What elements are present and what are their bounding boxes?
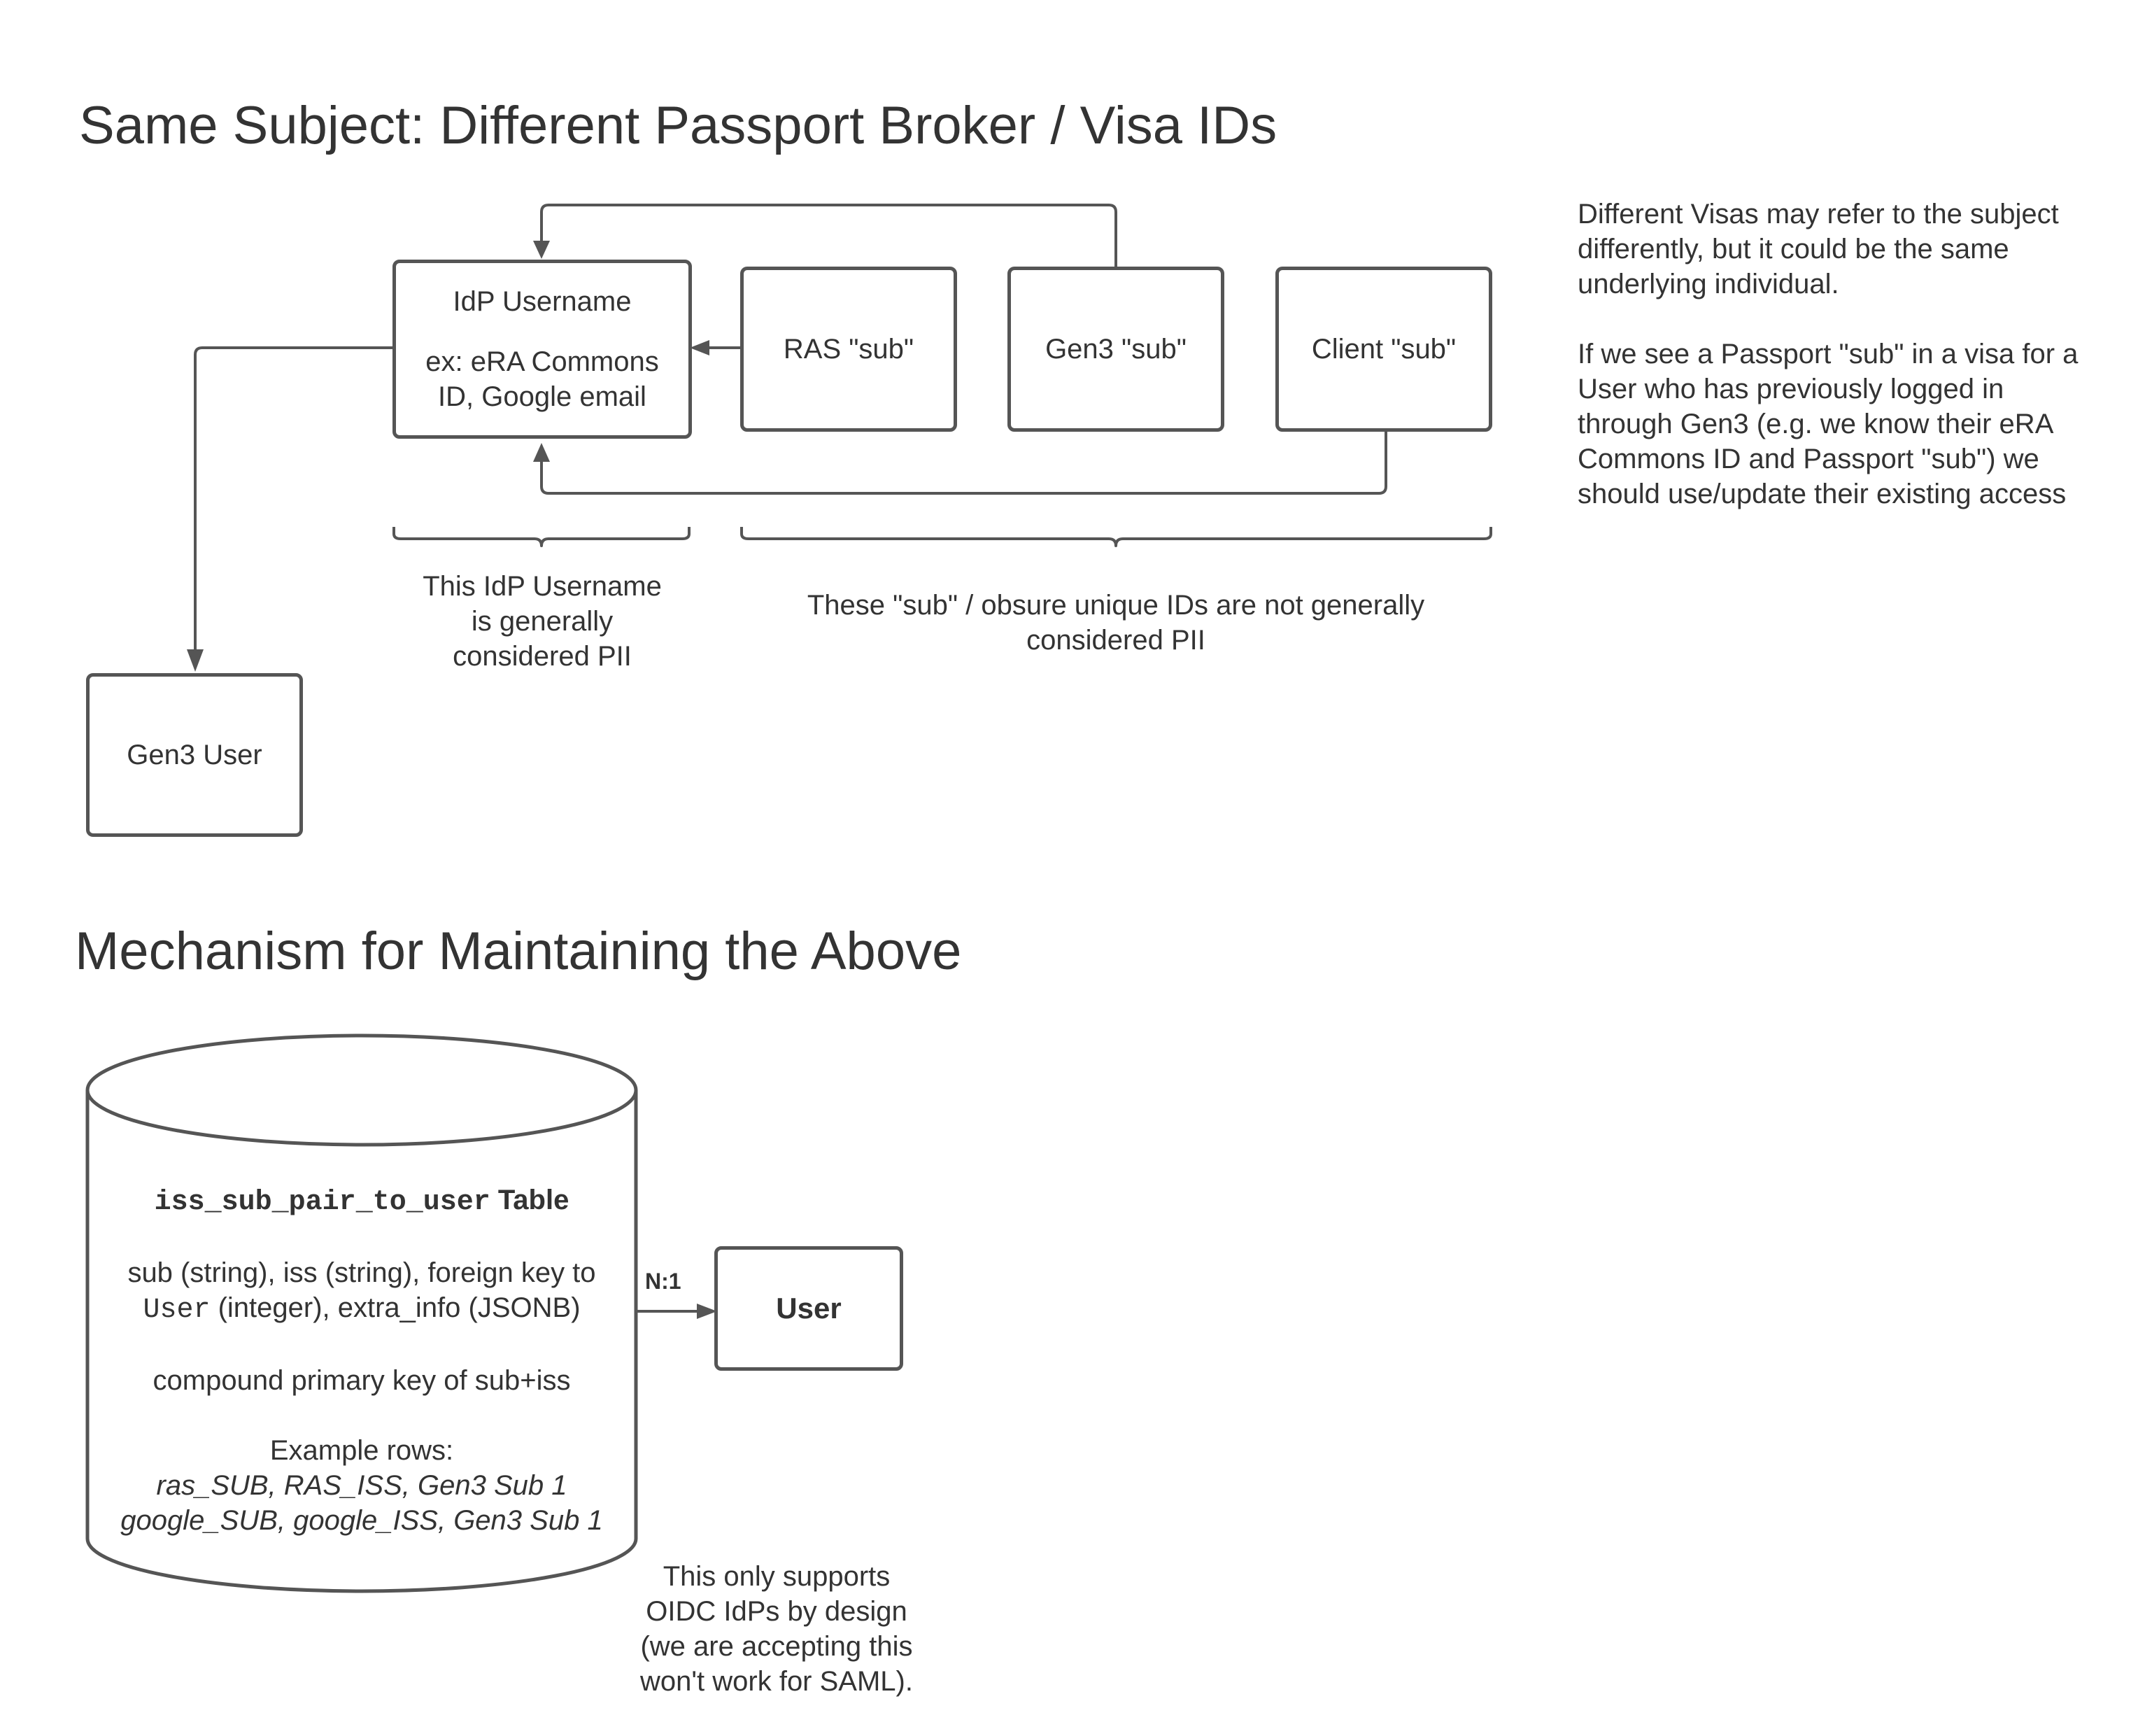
edge-client-sub-to-idp [540,432,1387,495]
table-description: iss_sub_pair_to_user Table sub (string),… [91,1183,632,1538]
note-line: should use/update their existing access [1578,479,2067,509]
edge-gen3-sub-to-idp [540,204,1117,268]
table-example-heading: Example rows: [269,1435,454,1466]
table-name-suffix: Table [490,1185,569,1215]
idp-username-title: IdP Username [453,286,632,317]
edge-idp-to-gen3-user [194,346,394,651]
brace-label-pii-line2: is generally [471,606,614,637]
brace-not-pii [740,527,1492,547]
table-name: iss_sub_pair_to_user Table [91,1183,632,1220]
database-cylinder [85,1033,638,1593]
page-title: Same Subject: Different Passport Broker … [79,96,1277,155]
note-line: Different Visas may refer to the subject [1578,199,2059,230]
gen3-user-node: Gen3 User [86,673,303,837]
design-note-line: This only supports [663,1561,891,1592]
brace-label-pii-line1: This IdP Username [423,571,662,602]
gen3-sub-node: Gen3 "sub" [1007,267,1224,432]
user-node: User [714,1246,903,1371]
arrowhead-user [697,1304,717,1319]
brace-label-not-pii: These "sub" / obsure unique IDs are not … [756,588,1476,658]
relation-label: N:1 [645,1269,681,1294]
idp-username-example-2: ID, Google email [438,381,646,412]
arrowhead-top [533,241,550,259]
note-line: through Gen3 (e.g. we know their eRA [1578,409,2054,439]
table-example-row: ras_SUB, RAS_ISS, Gen3 Sub 1 [156,1470,567,1501]
design-note-line: (we are accepting this [640,1631,913,1662]
note-line: differently, but it could be the same [1578,234,2009,264]
note-line: User who has previously logged in [1578,374,2004,404]
brace-label-pii-line3: considered PII [453,641,632,672]
user-label: User [776,1292,842,1325]
client-sub-node: Client "sub" [1275,267,1492,432]
note-line: Commons ID and Passport "sub") we [1578,444,2039,474]
brace-label-not-pii-line1: These "sub" / obsure unique IDs are not … [807,590,1425,621]
brace-label-pii: This IdP Username is generally considere… [378,569,707,674]
brace-pii [392,527,691,547]
client-sub-label: Client "sub" [1311,334,1457,365]
table-primary-key: compound primary key of sub+iss [153,1365,571,1396]
note-line: If we see a Passport "sub" in a visa for… [1578,339,2079,369]
table-columns-line2: User (integer), extra_info (JSONB) [91,1290,632,1328]
design-note-line: OIDC IdPs by design [646,1596,907,1627]
table-columns-line1: sub (string), iss (string), foreign key … [127,1257,596,1288]
ras-sub-node: RAS "sub" [740,267,957,432]
idp-username-node: IdP Username ex: eRA Commons ID, Google … [392,260,692,439]
idp-username-example-1: ex: eRA Commons [425,346,659,377]
gen3-user-label: Gen3 User [127,740,262,770]
table-columns-user-code: User [143,1294,211,1326]
table-example-row: google_SUB, google_ISS, Gen3 Sub 1 [120,1505,603,1536]
explanation-note: Different Visas may refer to the subject… [1578,197,2130,511]
design-note-line: won't work for SAML). [640,1666,913,1697]
gen3-sub-label: Gen3 "sub" [1045,334,1187,365]
table-columns-rest: (integer), extra_info (JSONB) [210,1292,581,1323]
section-title: Mechanism for Maintaining the Above [75,922,962,981]
note-line: underlying individual. [1578,269,1839,299]
design-note: This only supports OIDC IdPs by design (… [602,1559,951,1699]
table-name-code: iss_sub_pair_to_user [154,1187,490,1218]
ras-sub-label: RAS "sub" [783,334,914,365]
arrowhead-ras [690,340,709,355]
brace-label-not-pii-line2: considered PII [1026,625,1205,656]
arrowhead-gen3-user [187,649,204,672]
arrowhead-bottom [533,443,550,462]
